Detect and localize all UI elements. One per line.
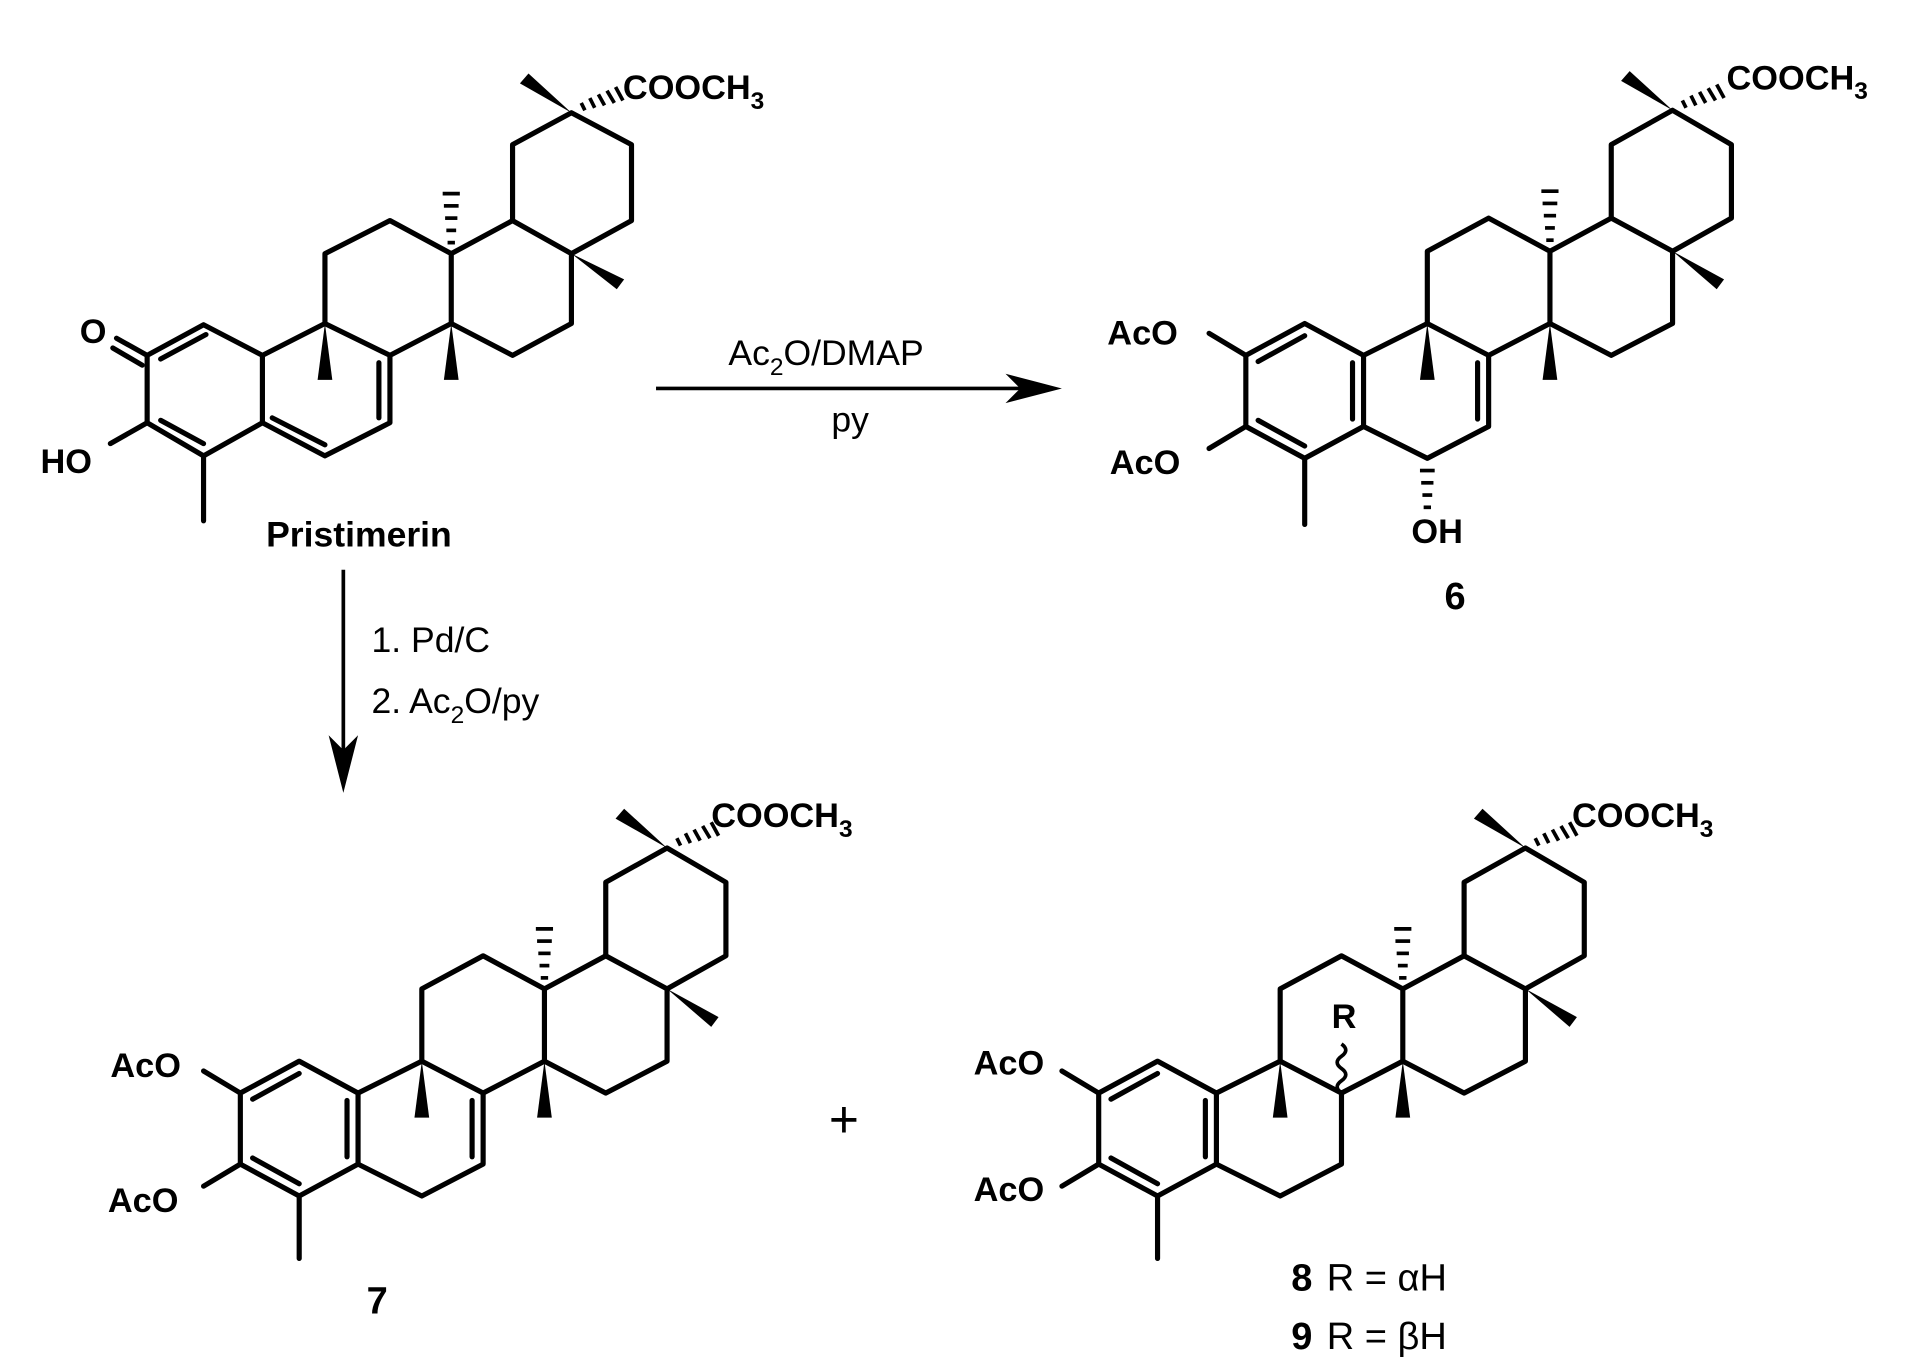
compound-8-description: R = αH	[1327, 1257, 1447, 1299]
reaction-arrow-right	[656, 373, 1062, 404]
pristimerin-structure	[107, 73, 635, 524]
reagent-step-2: 2. Ac2O/py	[372, 681, 540, 729]
compound-8-9-structure	[1059, 808, 1587, 1262]
compound-9-number: 9	[1291, 1316, 1312, 1358]
compound-8-9-r-group: R	[1332, 998, 1357, 1036]
reagent-step-1: 1. Pd/C	[372, 620, 491, 660]
compound-6-ester-label: COOCH3	[1727, 59, 1868, 105]
hydroxy-label: HO	[40, 443, 91, 481]
reagent-pyridine: py	[831, 399, 869, 439]
compound-7-acetoxy-bottom: AcO	[108, 1182, 179, 1220]
plus-sign: +	[829, 1090, 859, 1148]
compound-9-description: R = βH	[1327, 1316, 1447, 1358]
compound-8-number: 8	[1291, 1257, 1312, 1299]
reaction-arrow-down	[328, 569, 359, 793]
compound-7-acetoxy-top: AcO	[110, 1047, 181, 1085]
compound-6-hydroxy: OH	[1411, 513, 1462, 551]
reagent-ac2o-dmap: Ac2O/DMAP	[728, 333, 923, 381]
compound-7-structure	[200, 808, 729, 1262]
compound-6-acetoxy-bottom: AcO	[1110, 444, 1181, 482]
compound-6-acetoxy-top: AcO	[1107, 314, 1178, 352]
compound-6-number: 6	[1444, 576, 1465, 618]
compound-8-9-ester-label: COOCH3	[1572, 797, 1713, 843]
compound-8-9-acetoxy-bottom: AcO	[974, 1171, 1045, 1209]
compound-6-structure	[1206, 71, 1734, 528]
pristimerin-name: Pristimerin	[266, 515, 452, 555]
ester-label: COOCH3	[623, 69, 764, 115]
compound-8-9-acetoxy-top: AcO	[974, 1045, 1045, 1083]
compound-7-number: 7	[367, 1281, 388, 1323]
compound-7-ester-label: COOCH3	[711, 797, 852, 843]
oxo-oxygen-label: O	[80, 313, 107, 351]
